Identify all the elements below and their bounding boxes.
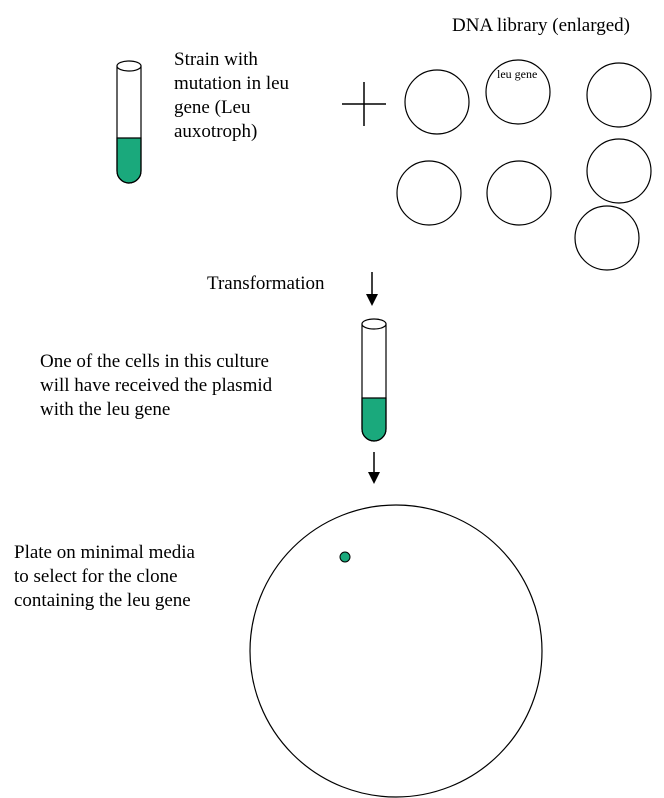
leu-clone-colony: [339, 551, 351, 563]
culture-description: One of the cells in this culture will ha…: [40, 351, 273, 420]
plasmid-circle: [404, 69, 470, 135]
petri-plate-circle: [249, 504, 543, 798]
culture-liquid: [361, 397, 387, 442]
transformation-down-arrow-icon: [366, 272, 378, 306]
strain-test-tube-icon: [116, 60, 142, 184]
minimal-media-plate: [249, 504, 543, 798]
plasmid-circle: [396, 160, 462, 226]
plasmid-circle: [586, 138, 652, 204]
plasmid-circle: [486, 160, 552, 226]
dna-library-title: DNA library (enlarged): [452, 15, 630, 36]
plating-down-arrow-icon: [368, 452, 380, 484]
dna-library-plasmids: [396, 59, 652, 271]
plate-description: Plate on minimal media to select for the…: [14, 542, 195, 611]
culture-tube-outline: [361, 324, 387, 442]
plus-sign-icon: [342, 82, 386, 126]
plasmid-circle: [586, 62, 652, 128]
plasmid-circle: [574, 205, 640, 271]
strain-tube-outline: [116, 66, 142, 184]
culture-test-tube-icon: [361, 318, 387, 442]
plasmid-circle-leu: [485, 59, 551, 125]
strain-tube-rim: [116, 60, 142, 72]
culture-tube-rim: [361, 318, 387, 330]
transformation-label: Transformation: [207, 273, 325, 294]
strain-description: Strain with mutation in leu gene (Leu au…: [174, 49, 290, 142]
strain-culture-liquid: [116, 137, 142, 184]
plasmid-leu-gene-label: leu gene: [497, 67, 538, 81]
